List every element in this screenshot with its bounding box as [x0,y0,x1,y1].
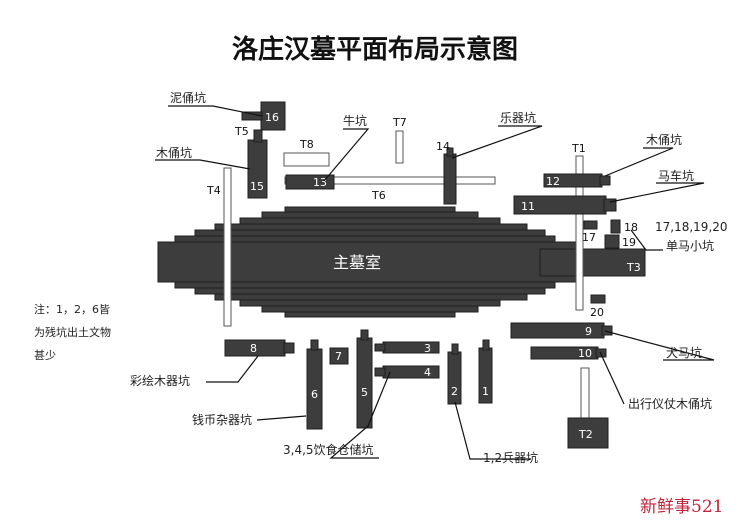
pit-17-label: 17 [582,231,596,244]
pit-11-label: 11 [521,200,535,213]
pit-2-label: 2 [451,385,458,398]
pit-15-label: 15 [250,180,264,193]
callout-labels: 泥俑坑 木俑坑 牛坑 乐器坑 木俑坑 马车坑 17,18,19,20 单马小坑 … [130,90,728,465]
pit-5-label: 5 [361,386,368,399]
label-dog-horse-pit: 犬马坑 [666,345,702,360]
trench-t7 [395,130,404,164]
trench-t4-label: T4 [206,184,221,197]
label-horse-chariot-pit: 马车坑 [658,168,694,183]
pits: 16 15 13 12 11 17 18 19 20 9 [224,101,638,449]
pit-7-label: 7 [335,350,342,363]
note: 注：1，2，6皆 为残坑出土文物 甚少 [34,302,111,362]
label-painted-lacquer-pit: 彩绘木器坑 [130,373,190,388]
note-line-1: 注：1，2，6皆 [34,302,110,316]
trench-t2-shaft [580,367,590,421]
label-musical-instrument-pit: 乐器坑 [500,110,536,125]
label-wooden-figurine-pit-left: 木俑坑 [156,145,192,160]
pit-6-label: 6 [311,388,318,401]
label-single-horse-pits: 单马小坑 [666,238,714,253]
trench-t8 [283,152,330,167]
pit-18-label: 18 [624,221,638,234]
note-line-3: 甚少 [34,349,56,362]
pit-8-label: 8 [250,342,257,355]
trench-t3-label: T3 [626,261,641,274]
trench-t6 [284,176,496,185]
pit-19-label: 19 [622,236,636,249]
pit-10-label: 10 [578,347,592,360]
trench-t5-label: T5 [234,125,249,138]
leader-lines [155,105,715,460]
pit-9-label: 9 [585,325,592,338]
main-chamber-label: 主墓室 [333,253,381,272]
label-clay-figurine-pit: 泥俑坑 [170,90,206,105]
watermark: 新鲜事521 [640,497,723,517]
label-single-horse-pit-numbers: 17,18,19,20 [655,220,728,234]
label-food-storage-pits: 3,4,5饮食仓储坑 [283,442,374,457]
pit-16-label: 16 [265,111,279,124]
trench-t4 [223,167,232,327]
trench-t7-label: T7 [392,116,407,129]
diagram-title: 洛庄汉墓平面布局示意图 [232,34,518,65]
trench-t8-label: T8 [299,138,314,151]
pit-4-label: 4 [424,366,431,379]
label-procession-figurine-pit: 出行仪仗木俑坑 [628,396,712,411]
label-wooden-figurine-pit-right: 木俑坑 [646,132,682,147]
label-cattle-pit: 牛坑 [343,113,367,128]
trench-t6-label: T6 [371,189,386,202]
trench-t1-label: T1 [571,142,586,155]
trenches: T4 T1 T6 T7 T8 T5 T3 [206,111,641,421]
pit-12-label: 12 [546,175,560,188]
label-coin-misc-pit: 钱币杂器坑 [192,412,252,427]
pit-20-label: 20 [590,306,604,319]
note-line-2: 为残坑出土文物 [34,325,111,339]
main-chamber: 主墓室 [157,206,646,318]
label-weapon-pits: 1,2兵器坑 [483,450,538,465]
pit-14-label: 14 [436,140,450,153]
pit-13-label: 13 [313,176,327,189]
pit-3-label: 3 [424,342,431,355]
pit-1-label: 1 [482,385,489,398]
trench-t2-label: T2 [578,428,593,441]
trench-t1 [575,155,584,311]
